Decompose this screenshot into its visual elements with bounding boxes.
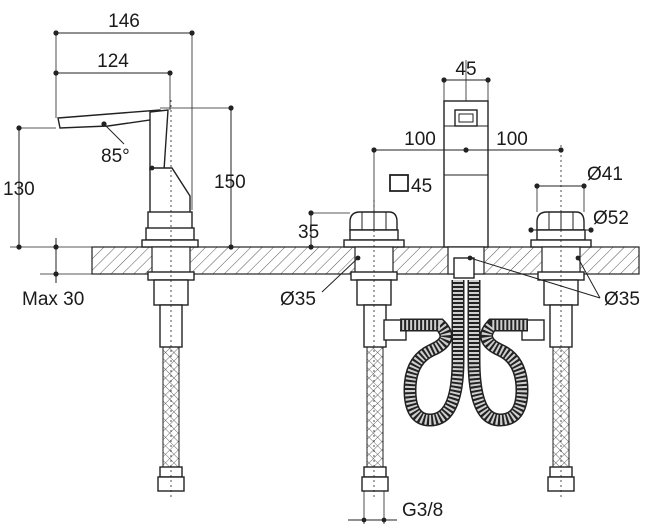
- right-dimensions: 45 100 100 45 35 Ø41 Ø52 Ø35 Ø35: [280, 59, 640, 524]
- lever-mixer: [57, 100, 199, 500]
- dim-angle: 85°: [101, 146, 130, 167]
- dim-130: 130: [3, 179, 35, 200]
- dim-45-square: 45: [411, 176, 432, 197]
- dim-100-left: 100: [404, 129, 436, 150]
- left-valve: [343, 200, 407, 500]
- dim-dia41: Ø41: [587, 164, 623, 185]
- dim-124: 124: [97, 51, 129, 72]
- center-spout: [400, 60, 529, 427]
- dim-35: 35: [298, 222, 319, 243]
- dim-dia52: Ø52: [593, 208, 629, 229]
- dim-dia35-left: Ø35: [280, 289, 316, 310]
- dim-max30: Max 30: [22, 289, 84, 310]
- dim-45-width: 45: [455, 59, 476, 80]
- dim-100-right: 100: [496, 129, 528, 150]
- dim-dia35-right: Ø35: [604, 289, 640, 310]
- dim-g38: G3/8: [402, 500, 443, 521]
- dim-150: 150: [214, 172, 246, 193]
- left-dimensions: 146 124 85° 130 150 Max 30: [3, 11, 246, 310]
- right-valve: [521, 145, 592, 500]
- dim-146: 146: [108, 11, 140, 32]
